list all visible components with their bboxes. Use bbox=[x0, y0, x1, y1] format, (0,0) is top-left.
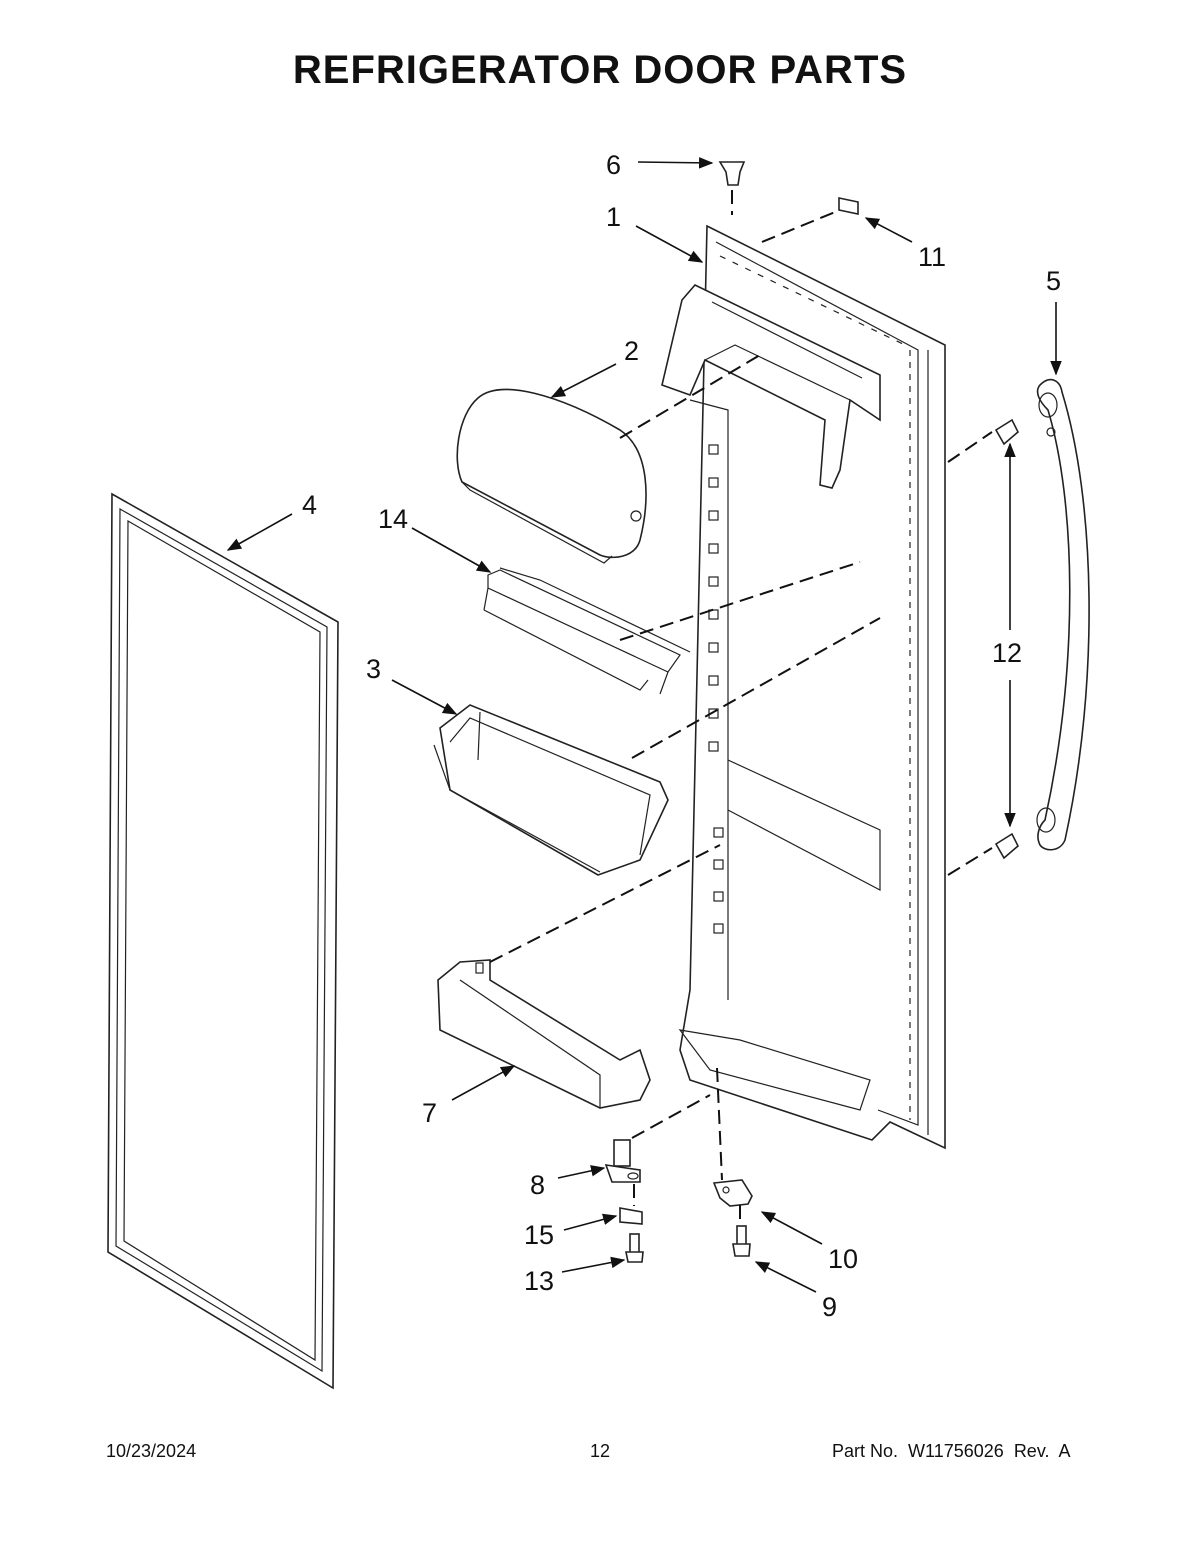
callout-7: 7 bbox=[422, 1098, 437, 1128]
assembly-lines bbox=[489, 190, 993, 1226]
leader-arrows bbox=[226, 157, 1062, 1293]
bottom-door-bin bbox=[437, 959, 651, 1109]
footer-part-number: Part No. W11756026 Rev. A bbox=[832, 1441, 1071, 1462]
rev-value: A bbox=[1058, 1441, 1071, 1461]
part-no-label: Part No. bbox=[832, 1441, 899, 1461]
hinge-bushing bbox=[619, 1207, 643, 1225]
callout-6: 6 bbox=[606, 150, 621, 180]
callout-10: 10 bbox=[828, 1244, 858, 1274]
callout-13: 13 bbox=[524, 1266, 554, 1296]
handle-mounting-studs bbox=[994, 418, 1019, 860]
bottom-hinge-bracket bbox=[712, 1179, 753, 1207]
callout-15: 15 bbox=[524, 1220, 554, 1250]
callout-1: 1 bbox=[606, 202, 621, 232]
door-liner bbox=[661, 224, 946, 1150]
footer-date: 10/23/2024 bbox=[106, 1441, 197, 1461]
door-label bbox=[838, 197, 859, 215]
callout-8: 8 bbox=[530, 1170, 545, 1200]
door-bin bbox=[433, 704, 669, 876]
door-handle bbox=[1036, 378, 1090, 851]
callout-5: 5 bbox=[1046, 266, 1061, 296]
part-no-value: W11756026 bbox=[908, 1441, 1004, 1461]
callout-9: 9 bbox=[822, 1292, 837, 1322]
callout-12: 12 bbox=[992, 638, 1022, 668]
rev-label: Rev. bbox=[1013, 1441, 1050, 1461]
hinge-screw-9 bbox=[732, 1225, 751, 1257]
callout-11: 11 bbox=[918, 242, 946, 272]
hinge-pin-assembly bbox=[604, 1139, 641, 1183]
door-gasket bbox=[107, 492, 339, 1390]
footer-page-number: 12 bbox=[589, 1441, 611, 1461]
page-title: REFRIGERATOR DOOR PARTS bbox=[292, 48, 908, 92]
callout-2: 2 bbox=[624, 336, 639, 366]
callout-14: 14 bbox=[378, 504, 408, 534]
hinge-screw-13 bbox=[625, 1233, 644, 1263]
callout-4: 4 bbox=[302, 490, 317, 520]
wire-shelf-rack bbox=[483, 567, 691, 695]
hinge-plug bbox=[718, 161, 746, 186]
dispenser-cover bbox=[456, 388, 647, 564]
callout-3: 3 bbox=[366, 654, 381, 684]
